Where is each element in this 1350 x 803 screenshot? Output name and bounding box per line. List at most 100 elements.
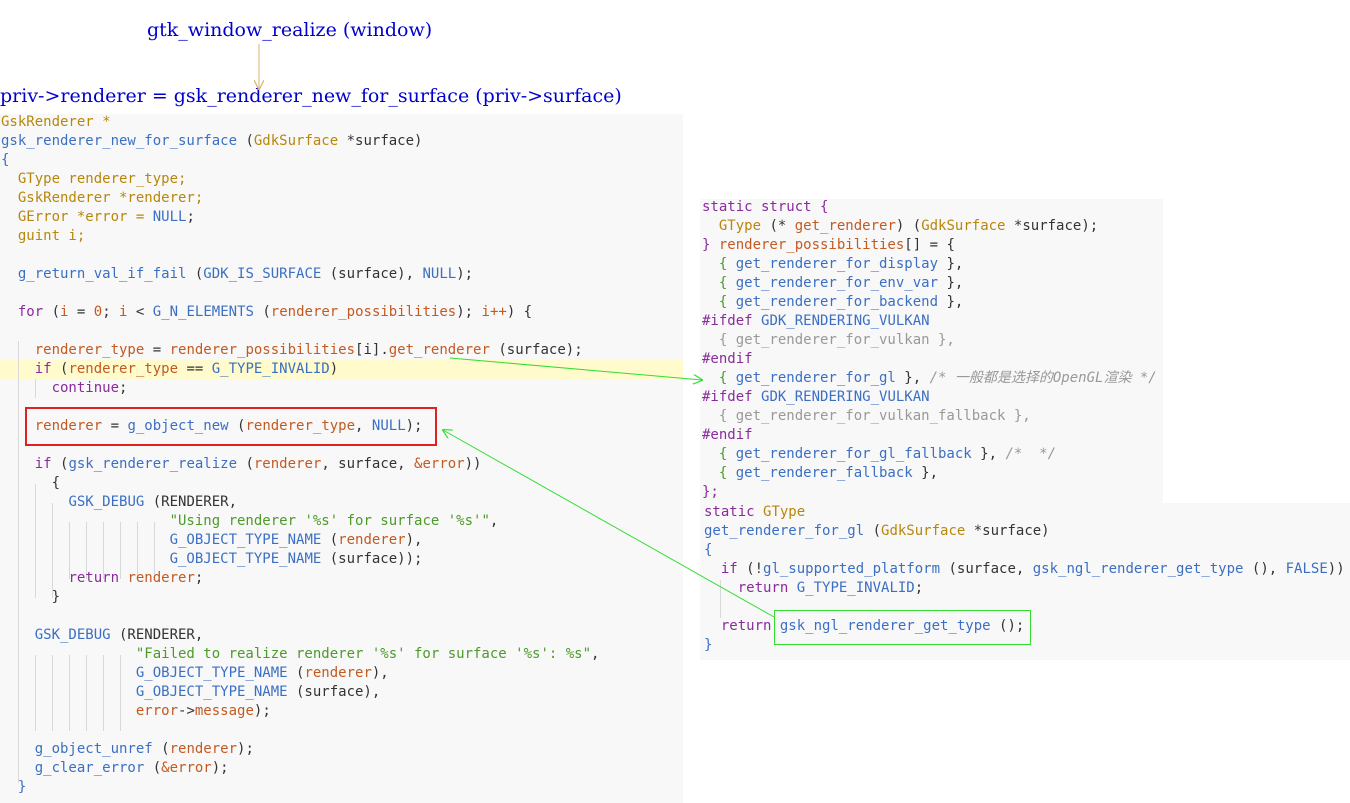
- code-token: g_return_val_if_fail: [17, 266, 187, 282]
- code-token: }: [1, 779, 27, 795]
- code-token: ,: [355, 418, 372, 434]
- code-token: ==: [178, 361, 212, 377]
- code-token: ) (: [895, 218, 922, 234]
- code-line: g_object_unref (renderer);: [1, 740, 599, 759]
- code-token: ;: [186, 209, 195, 225]
- code-token: =: [144, 342, 170, 358]
- code-line: #ifdef GDK_RENDERING_VULKAN: [702, 312, 1157, 331]
- code-token: (),: [1243, 561, 1286, 577]
- code-token: { get_renderer_for_vulkan_fallback },: [702, 408, 1031, 424]
- code-token: *surface);: [1005, 218, 1099, 234]
- code-token: guint i;: [17, 228, 86, 244]
- code-token: (: [51, 456, 69, 472]
- code-token: ();: [990, 618, 1025, 634]
- code-token: renderer: [127, 570, 195, 586]
- code-token: #endif: [702, 427, 753, 443]
- code-line: return renderer;: [1, 569, 599, 588]
- code-line: g_return_val_if_fail (GDK_IS_SURFACE (su…: [1, 265, 599, 284]
- code-token: NULL: [152, 209, 187, 225]
- code-token: )): [464, 456, 482, 472]
- code-token: get_renderer_for_env_var: [735, 275, 939, 291]
- code-token: renderer_possibilities: [270, 304, 457, 320]
- code-line: }: [1, 778, 599, 797]
- code-line: G_OBJECT_TYPE_NAME (renderer),: [1, 531, 599, 550]
- code-token: (: [186, 266, 204, 282]
- code-token: },: [971, 446, 1006, 462]
- code-token: continue: [51, 380, 120, 396]
- code-line: continue;: [1, 379, 599, 398]
- code-token: gsk_ngl_renderer_get_type: [779, 618, 991, 634]
- code-line: if (!gl_supported_platform (surface, gsk…: [704, 560, 1345, 579]
- code-token: GdkSurface: [881, 523, 966, 539]
- code-line: "Failed to realize renderer '%s' for sur…: [1, 645, 600, 664]
- code-token: renderer: [253, 456, 322, 472]
- code-line: static GType: [704, 503, 1345, 522]
- code-token: {: [702, 294, 736, 310]
- code-line: guint i;: [1, 227, 599, 246]
- code-token: {: [702, 446, 736, 462]
- code-token: static: [704, 504, 764, 520]
- code-token: get_renderer_for_gl: [704, 523, 865, 539]
- code-token: {: [702, 256, 736, 272]
- code-line: if (gsk_renderer_realize (renderer, surf…: [1, 455, 599, 474]
- code-line: gsk_renderer_new_for_surface (GdkSurface…: [1, 132, 599, 151]
- code-token: NULL: [422, 266, 457, 282]
- code-token: },: [938, 294, 964, 310]
- code-token: ->: [178, 703, 195, 719]
- code-token: G_OBJECT_TYPE_NAME: [169, 532, 322, 548]
- code-token: };: [702, 484, 719, 500]
- code-line: g_clear_error (&error);: [1, 759, 599, 778]
- code-line: #endif: [702, 426, 1157, 445]
- code-token: (: [864, 523, 882, 539]
- code-token: FALSE: [1285, 561, 1328, 577]
- code-token: (*: [761, 218, 795, 234]
- code-line: { get_renderer_for_gl_fallback }, /* */: [702, 445, 1157, 464]
- code-token: GdkSurface: [921, 218, 1006, 234]
- code-line: "Using renderer '%s' for surface '%s'",: [1, 512, 599, 531]
- code-token: },: [938, 256, 964, 272]
- code-token: /* 一般都是选择的OpenGL渲染 */: [929, 370, 1157, 386]
- code-line: GSK_DEBUG (RENDERER,: [1, 626, 599, 645]
- code-token: ),: [405, 532, 423, 548]
- code-token: }: [704, 637, 713, 653]
- code-token: i: [119, 304, 128, 320]
- code-token: &error: [161, 760, 212, 776]
- code-token: error: [135, 703, 179, 719]
- code-token: gl_supported_platform: [763, 561, 941, 577]
- code-token: GSK_DEBUG: [68, 494, 145, 510]
- struct-code-panel: [700, 199, 1163, 503]
- code-line: #endif: [702, 350, 1157, 369]
- code-line: GError *error = NULL;: [1, 208, 599, 227]
- code-token: GError *error =: [17, 209, 153, 225]
- code-token: ;: [914, 580, 924, 596]
- code-token: (RENDERER,: [144, 494, 238, 510]
- code-token: renderer_possibilities: [169, 342, 356, 358]
- code-line: for (i = 0; i < G_N_ELEMENTS (renderer_p…: [1, 303, 599, 322]
- code-token: get_renderer: [794, 218, 896, 234]
- code-line: }: [1, 588, 599, 607]
- code-line: {: [1, 151, 599, 170]
- code-token: g_object_new: [127, 418, 229, 434]
- code-line: return gsk_ngl_renderer_get_type ();: [704, 617, 1345, 636]
- main-code-panel: [0, 114, 683, 803]
- code-token: );: [456, 266, 474, 282]
- code-token: /* */: [1005, 446, 1057, 462]
- code-token: GskRenderer *renderer;: [17, 190, 204, 206]
- code-token: );: [405, 418, 423, 434]
- code-token: NULL: [371, 418, 406, 434]
- code-token: 0: [93, 304, 103, 320]
- code-token: );: [211, 760, 229, 776]
- code-token: GSK_DEBUG: [34, 627, 111, 643]
- renderer-possibilities-code: static struct { GType (* get_renderer) (…: [702, 198, 1157, 502]
- highlighted-line: [0, 360, 683, 379]
- code-token: G_OBJECT_TYPE_NAME: [135, 665, 288, 681]
- code-token: g_object_unref: [34, 741, 153, 757]
- code-token: },: [938, 275, 964, 291]
- main-function-code: GskRenderer *gsk_renderer_new_for_surfac…: [1, 113, 599, 797]
- code-token: message: [194, 703, 254, 719]
- code-token: renderer_type: [68, 361, 179, 377]
- code-token: G_OBJECT_TYPE_NAME: [169, 551, 322, 567]
- code-line: get_renderer_for_gl (GdkSurface *surface…: [704, 522, 1345, 541]
- code-token: (!: [737, 561, 764, 577]
